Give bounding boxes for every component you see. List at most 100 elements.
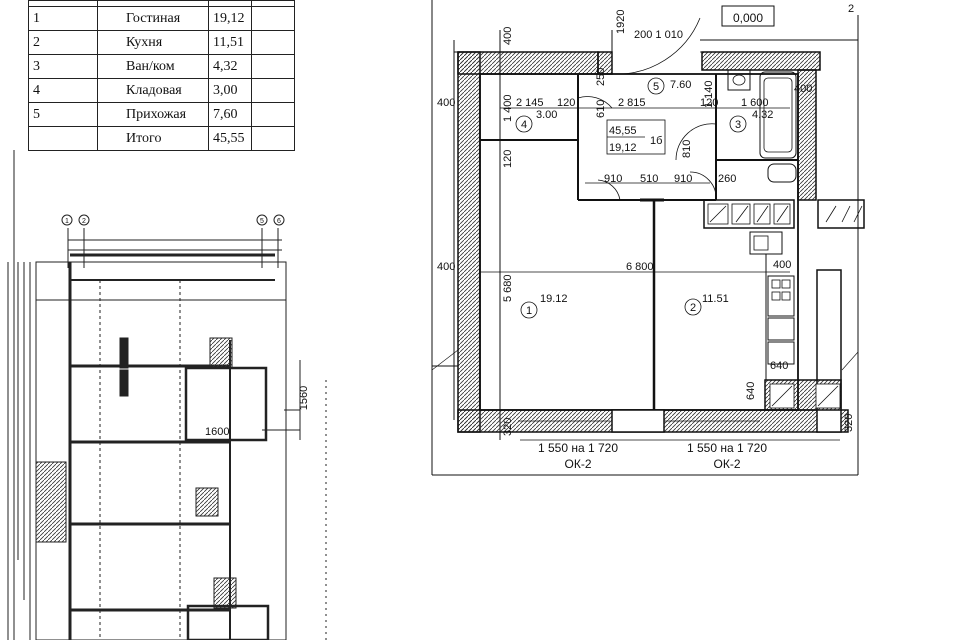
exterior-wall — [701, 51, 821, 71]
total-area: 45,55 — [208, 126, 252, 151]
dimension-label: 120 — [502, 150, 514, 168]
floor-level-mark: 0,000 — [733, 11, 763, 25]
dimension-label: 6 800 — [626, 261, 654, 273]
dimension-label: 120 — [557, 97, 575, 109]
room-area: 7,60 — [208, 102, 252, 127]
vent-hatch — [709, 205, 789, 223]
room-number: 5 — [28, 102, 98, 127]
dimension-label: 640 — [770, 360, 788, 372]
ventilation-block — [703, 199, 795, 229]
dimension-label: 200 1 010 — [634, 29, 683, 41]
vent-shaft — [773, 203, 791, 225]
level-mark-box — [721, 5, 775, 27]
axis-label: 5 — [260, 218, 264, 225]
axis-marker — [61, 214, 73, 226]
bathtub — [759, 71, 797, 159]
dimension-label: 910 — [674, 173, 692, 185]
summary-living-area: 19,12 — [609, 142, 637, 154]
room-area-label: 19.12 — [540, 293, 568, 305]
dimension-label: 400 — [794, 83, 812, 95]
dimension-label: 1 600 — [741, 97, 769, 109]
column — [119, 337, 129, 369]
axis-marker — [273, 214, 285, 226]
room-number: 2 — [690, 302, 696, 314]
exterior-wall — [457, 51, 599, 75]
dishwasher — [767, 317, 795, 341]
vent-shaft — [707, 203, 729, 225]
dimension-label: 2 145 — [516, 97, 544, 109]
total-label: Итого — [97, 126, 209, 151]
room-marker — [647, 77, 665, 95]
table-row: 2 Кухня 11,51 — [28, 30, 295, 55]
sink-bowl — [732, 74, 746, 86]
room-name: Кухня — [97, 30, 209, 55]
hatch-line — [841, 351, 859, 371]
room-area: 3,00 — [208, 78, 252, 103]
dimension-label: 510 — [640, 173, 658, 185]
dimension-label: 910 — [604, 173, 622, 185]
dimension-label: 1920 — [615, 10, 627, 34]
window-size-label: 1 550 на 1 720 — [687, 441, 767, 455]
summary-code: 1б — [650, 135, 662, 147]
window-type-label: ОК-2 — [565, 457, 592, 471]
dimension-label: 320 — [843, 414, 855, 432]
room-number: 1 — [526, 305, 532, 317]
sink — [727, 69, 751, 91]
dimension-label: 120 — [700, 97, 718, 109]
vent-hatch — [825, 205, 863, 223]
room-area-label: 7.60 — [670, 79, 691, 91]
room-number: 2 — [28, 30, 98, 55]
window-size-label: 1 550 на 1 720 — [538, 441, 618, 455]
room-marker — [684, 298, 702, 316]
table-total-row: Итого 45,55 — [28, 126, 295, 151]
dimension-label: 1560 — [298, 386, 310, 410]
stair-block — [213, 577, 237, 609]
room-name: Прихожая — [97, 102, 209, 127]
window — [611, 409, 665, 433]
dimension-label: 320 — [502, 418, 514, 436]
room-area-table: 1 Гостиная 19,12 2 Кухня 11,51 3 Ван/ком… — [28, 0, 295, 151]
vent-shaft — [731, 203, 751, 225]
dimension-label: 640 — [745, 382, 757, 400]
room-number: 3 — [735, 119, 741, 131]
building-overview-plan — [7, 150, 327, 640]
axis-label: 1 — [65, 218, 69, 225]
dimension-label: 400 — [437, 261, 455, 273]
room-marker — [520, 301, 538, 319]
exterior-wall — [457, 51, 481, 433]
table-row: 4 Кладовая 3,00 — [28, 78, 295, 103]
kitchen-sink-bowl — [753, 235, 769, 251]
room-number: 4 — [521, 119, 527, 131]
apartment-block-outline — [184, 366, 268, 442]
dimension-label: 1 140 — [703, 80, 715, 108]
room-marker — [729, 115, 747, 133]
dimension-label: 400 — [437, 97, 455, 109]
axis-label: 6 — [277, 218, 281, 225]
building-outline — [35, 261, 287, 640]
fridge — [767, 341, 795, 365]
stove-burner — [781, 291, 791, 301]
ventilation-block — [817, 199, 865, 229]
room-name: Ван/ком — [97, 54, 209, 79]
room-area-label: 11.51 — [702, 293, 729, 305]
window-type-label: ОК-2 — [714, 457, 741, 471]
column — [119, 369, 129, 397]
vent-shaft — [753, 203, 771, 225]
dimension-label: 250 — [595, 68, 607, 86]
room-number: 5 — [653, 81, 659, 93]
apartment-block-outline — [186, 604, 270, 640]
room-area-label: 3.00 — [536, 109, 557, 121]
stove-burner — [771, 291, 781, 301]
toilet — [767, 163, 797, 183]
dimension-label: 400 — [773, 259, 791, 271]
entrance-door-swing — [611, 17, 701, 75]
staircase — [35, 461, 67, 543]
axis-marker — [256, 214, 268, 226]
balcony-hatch — [771, 385, 839, 407]
hatch-line — [431, 349, 459, 371]
axis-label: 2 — [82, 218, 86, 225]
apartment-plan — [431, 0, 865, 476]
kitchen-sink — [749, 231, 783, 255]
stair-block — [209, 337, 233, 369]
room-name: Кладовая — [97, 78, 209, 103]
